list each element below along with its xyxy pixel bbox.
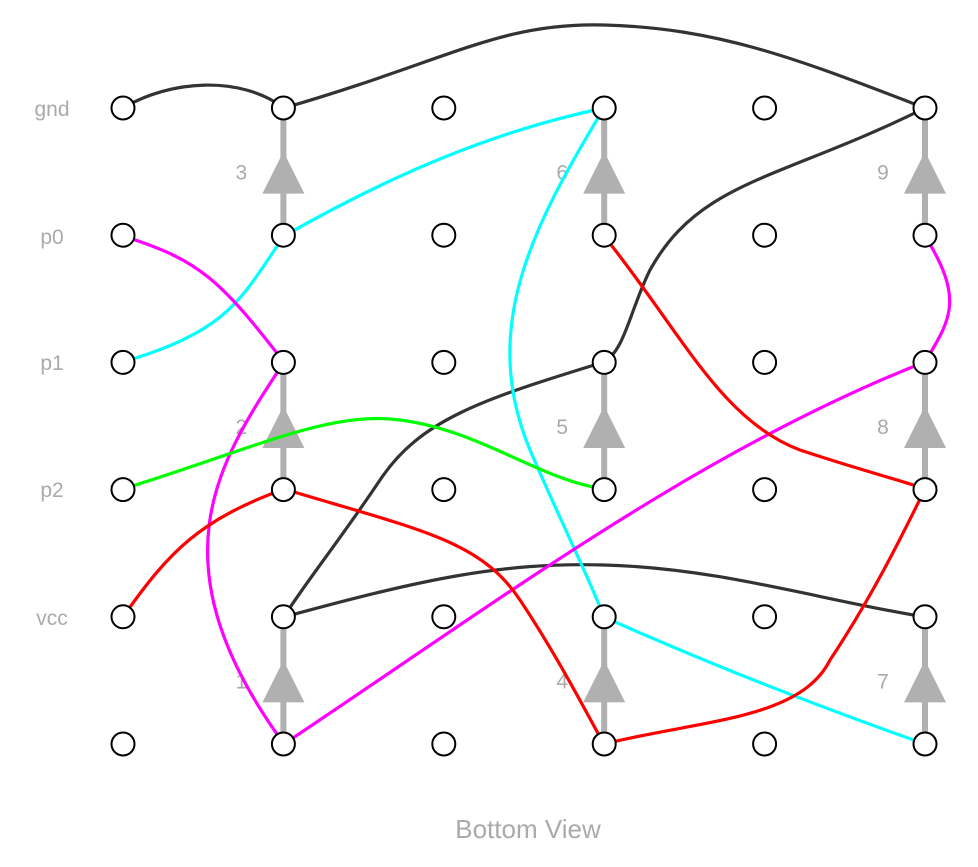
pin-node — [110, 477, 136, 503]
pin-node — [431, 95, 457, 121]
diode-label: 8 — [877, 416, 889, 439]
pin-node — [591, 477, 617, 503]
wire-magenta — [205, 360, 286, 746]
pin-node — [270, 222, 296, 248]
diode-label: 5 — [556, 416, 568, 439]
diode-arrow-icon — [583, 151, 626, 194]
wire-magenta — [282, 360, 927, 746]
pin-node — [270, 349, 296, 375]
wire-dark — [121, 83, 286, 110]
row-labels: gnd p0 p1 p2 vcc — [34, 98, 69, 630]
view-title: Bottom View — [455, 814, 601, 844]
pin-node — [431, 349, 457, 375]
wire-red — [282, 487, 606, 746]
pin-node — [270, 95, 296, 121]
pin-node — [591, 222, 617, 248]
pin-node — [431, 477, 457, 503]
diode: 2 — [236, 362, 305, 490]
diode: 7 — [877, 616, 946, 744]
pin-node — [912, 731, 938, 757]
pin-node — [110, 222, 136, 248]
row-label-p0: p0 — [40, 226, 63, 249]
diode: 3 — [236, 108, 305, 236]
pin-node — [591, 731, 617, 757]
diode-arrow-icon — [262, 151, 305, 194]
diode-label: 9 — [877, 162, 889, 185]
diode: 4 — [556, 616, 626, 744]
diode: 6 — [556, 108, 626, 236]
diode: 8 — [877, 362, 946, 490]
pin-node — [752, 95, 778, 121]
wire-dark — [602, 106, 927, 364]
pin-node — [591, 95, 617, 121]
wire-dark — [282, 360, 606, 619]
row-label-p2: p2 — [40, 479, 63, 502]
pin-node — [912, 222, 938, 248]
wire-green — [121, 416, 606, 491]
pin-node — [912, 95, 938, 121]
diode-arrow-icon — [262, 660, 305, 703]
pin-node — [752, 349, 778, 375]
pin-node — [591, 349, 617, 375]
nodes — [110, 95, 938, 757]
diode-label: 3 — [236, 162, 248, 185]
pin-node — [270, 604, 296, 630]
diode-arrow-icon — [904, 406, 946, 448]
diode-arrow-icon — [904, 660, 946, 703]
pin-node — [110, 349, 136, 375]
diode: 9 — [877, 108, 946, 236]
pin-node — [591, 604, 617, 630]
pin-node — [912, 604, 938, 630]
diode-label: 1 — [236, 670, 248, 693]
wire-cyan — [602, 615, 927, 746]
diodes: 1 2 3 4 5 6 7 8 9 — [236, 108, 946, 744]
diode: 1 — [236, 616, 305, 744]
wire-dark — [282, 563, 927, 619]
pin-node — [752, 731, 778, 757]
wire-magenta — [923, 234, 952, 364]
pin-node — [110, 604, 136, 630]
wire-dark — [282, 23, 927, 110]
diode-label: 2 — [236, 416, 248, 439]
pin-node — [270, 731, 296, 757]
wires — [121, 23, 952, 746]
pin-node — [110, 95, 136, 121]
pin-node — [431, 731, 457, 757]
wire-red — [602, 487, 927, 746]
diode: 5 — [556, 362, 626, 490]
pin-node — [752, 604, 778, 630]
pin-node — [752, 477, 778, 503]
row-label-p1: p1 — [40, 352, 63, 375]
diode-arrow-icon — [262, 406, 305, 448]
row-label-vcc: vcc — [36, 607, 68, 630]
row-label-gnd: gnd — [34, 98, 69, 121]
pin-node — [431, 604, 457, 630]
diode-label: 7 — [877, 670, 889, 693]
diode-arrow-icon — [583, 660, 626, 703]
wire-cyan — [508, 106, 606, 619]
wire-cyan — [121, 234, 286, 364]
pin-node — [110, 731, 136, 757]
pin-node — [912, 349, 938, 375]
pin-node — [431, 222, 457, 248]
wire-red — [121, 487, 286, 619]
wire-cyan — [282, 106, 606, 238]
pin-node — [752, 222, 778, 248]
wire-magenta — [121, 234, 286, 364]
diode-arrow-icon — [904, 151, 946, 194]
pin-node — [270, 477, 296, 503]
diode-label: 6 — [556, 162, 568, 185]
pin-node — [912, 477, 938, 503]
diode-arrow-icon — [583, 406, 626, 448]
wire-red — [602, 234, 927, 491]
